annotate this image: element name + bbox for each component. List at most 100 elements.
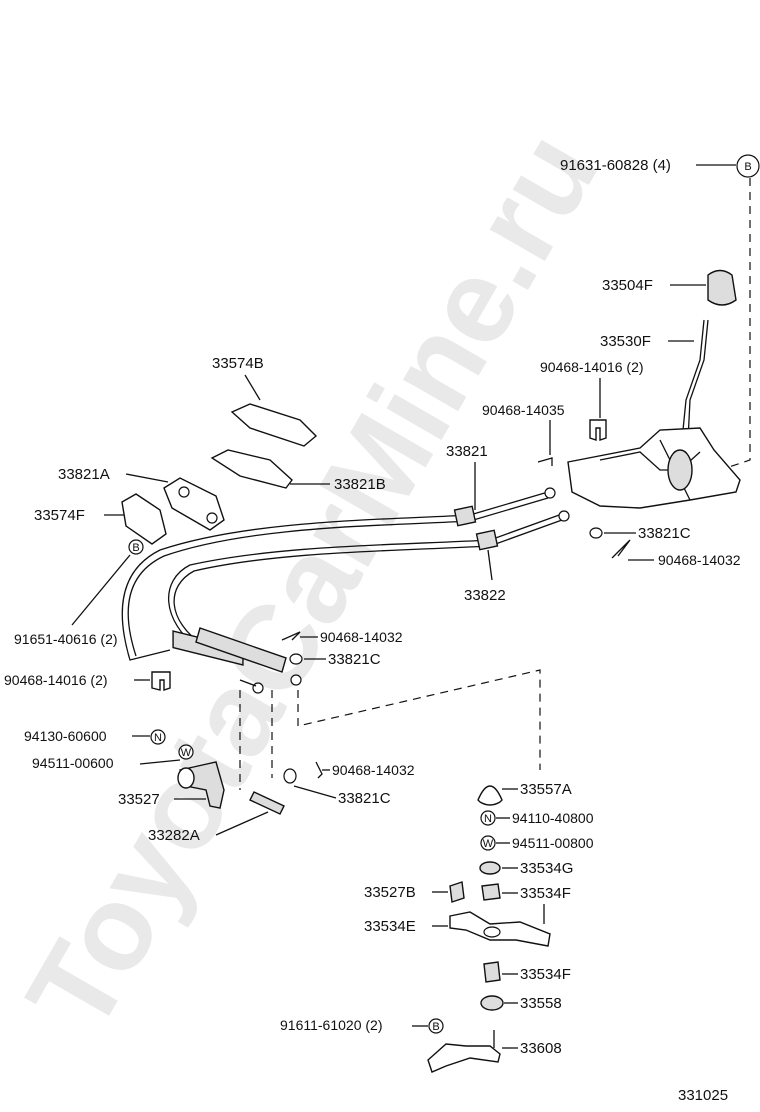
shift-cable-33821[interactable] [121,491,549,661]
clip-left [151,671,171,691]
callout-33821C-mid[interactable]: 33821C [289,651,381,668]
bushing-33534F-b[interactable] [483,961,501,983]
callout-90468-14032-right[interactable]: 90468-14032 [611,539,741,568]
b-symbol-bottom: B [428,1018,444,1034]
callout-33821[interactable]: 33821 [446,443,488,510]
svg-text:W: W [483,838,494,850]
svg-text:91631-60828 (4): 91631-60828 (4) [560,157,671,174]
callout-33504F[interactable]: 33504F [602,277,706,294]
svg-text:91651-40616 (2): 91651-40616 (2) [14,631,118,647]
svg-text:33821C: 33821C [338,790,391,807]
callout-33558[interactable]: 33558 [504,995,562,1012]
callout-33534G[interactable]: 33534G [502,860,573,877]
shift-lever-housing[interactable] [567,427,741,509]
svg-text:33822: 33822 [464,587,506,604]
svg-text:33557A: 33557A [520,781,572,798]
callout-33527B[interactable]: 33527B [364,884,448,901]
b-symbol-top: B [736,154,760,178]
callout-33821A[interactable]: 33821A [58,466,169,483]
lever-33608[interactable] [427,1043,501,1073]
callout-33557A[interactable]: 33557A [502,781,572,798]
svg-text:90468-14032: 90468-14032 [332,762,415,778]
callout-91631[interactable]: 91631-60828 (4) [560,157,736,174]
callout-33534E[interactable]: 33534E [364,918,448,935]
callout-33821B[interactable]: 33821B [290,476,386,493]
callout-94511-00600[interactable]: 94511-00600 [32,755,181,771]
svg-text:N: N [484,813,492,825]
washer-33534G[interactable] [479,861,501,875]
callout-33821C-right[interactable]: 33821C [589,525,691,542]
svg-text:90468-14032: 90468-14032 [320,629,403,645]
svg-text:33821B: 33821B [334,476,386,493]
n-symbol-bottom: N [480,810,496,826]
shift-lever[interactable] [681,319,705,441]
callout-33821C-low[interactable]: 33821C [283,768,391,807]
svg-text:33608: 33608 [520,1040,562,1057]
svg-text:90468-14032: 90468-14032 [658,552,741,568]
bushing-33527B[interactable] [449,881,465,903]
svg-text:33821A: 33821A [58,466,110,483]
svg-text:33821: 33821 [446,443,488,460]
w-symbol-bottom: W [480,835,496,851]
n-symbol-left: N [150,729,166,745]
b-symbol-left: B [128,539,144,555]
svg-text:33534G: 33534G [520,860,573,877]
svg-text:B: B [744,161,751,173]
dashed-guide-mid [297,669,541,770]
callout-90468-14016-top[interactable]: 90468-14016 (2) [540,359,644,418]
svg-text:33530F: 33530F [600,333,651,350]
callout-33527[interactable]: 33527 [118,791,206,808]
callout-33534F-a[interactable]: 33534F [502,885,571,902]
shift-knob[interactable] [707,269,737,306]
callout-33282A[interactable]: 33282A [148,811,269,844]
callout-33574B[interactable]: 33574B [212,355,264,401]
svg-text:94110-40800: 94110-40800 [512,810,594,826]
svg-text:94130-60600: 94130-60600 [24,728,107,744]
callout-33574F[interactable]: 33574F [34,507,124,524]
callout-33534F-b[interactable]: 33534F [502,966,571,983]
callout-94130[interactable]: 94130-60600 [24,728,150,744]
callout-94511-00800[interactable]: 94511-00800 [496,835,594,851]
select-cable-33822[interactable] [168,513,563,651]
svg-text:33821C: 33821C [328,651,381,668]
callout-90468-14016-left[interactable]: 90468-14016 (2) [4,672,150,688]
bracket-33821B[interactable] [210,449,293,489]
svg-text:90468-14016 (2): 90468-14016 (2) [4,672,108,688]
svg-text:B: B [132,542,139,554]
svg-text:33534F: 33534F [520,966,571,983]
w-symbol-left: W [178,744,194,760]
callout-91651[interactable]: 91651-40616 (2) [14,631,118,647]
svg-text:33527B: 33527B [364,884,416,901]
svg-text:94511-00600: 94511-00600 [32,755,114,771]
callout-33608[interactable]: 33608 [502,1040,562,1057]
callout-33530F[interactable]: 33530F [600,333,694,350]
dashed-guide-b-top [719,178,751,471]
bushing-33534F-a[interactable] [481,883,501,901]
bracket-33574F[interactable] [121,493,167,545]
watermark: ToyotaCarMine.ru [1,110,623,1053]
bushing-33282A[interactable] [249,791,285,815]
svg-text:W: W [181,747,192,759]
callout-33822[interactable]: 33822 [464,549,506,604]
svg-text:33558: 33558 [520,995,562,1012]
bushing-33558[interactable] [480,995,504,1011]
svg-text:91611-61020 (2): 91611-61020 (2) [280,1017,382,1033]
svg-text:90468-14035: 90468-14035 [482,402,565,418]
svg-text:B: B [432,1021,439,1033]
svg-text:33821C: 33821C [638,525,691,542]
callout-94110[interactable]: 94110-40800 [496,810,594,826]
callout-90468-14032-mid[interactable]: 90468-14032 [281,629,403,645]
lever-33534E[interactable] [449,911,551,947]
boot-33557A[interactable] [477,785,503,806]
callout-90468-14032-low[interactable]: 90468-14032 [315,761,415,779]
diagram-code: 331025 [678,1087,728,1104]
svg-text:94511-00800: 94511-00800 [512,835,594,851]
bracket-33574B[interactable] [230,403,318,447]
cable-end-33822 [195,627,287,673]
svg-text:33534F: 33534F [520,885,571,902]
svg-text:33504F: 33504F [602,277,653,294]
callout-91611[interactable]: 91611-61020 (2) [280,1017,428,1033]
svg-text:33574B: 33574B [212,355,264,372]
callout-90468-14035[interactable]: 90468-14035 [482,402,565,455]
